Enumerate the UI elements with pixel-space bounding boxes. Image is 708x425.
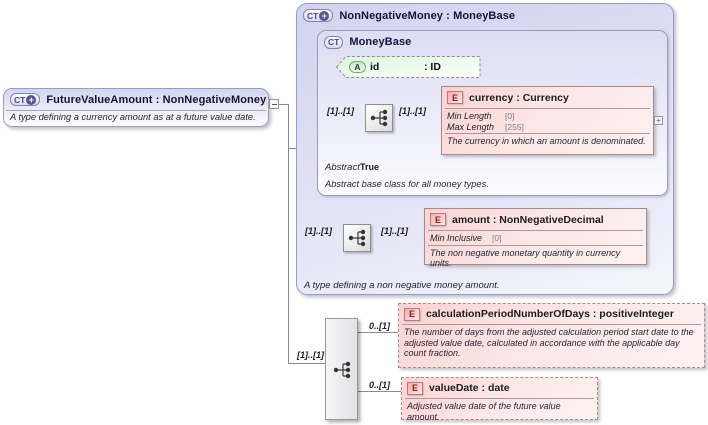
attribute-id-name: id [370,61,380,73]
non-negative-money-annotation: A type defining a non negative money amo… [304,280,500,291]
value-date-element-box[interactable]: E valueDate : date Adjusted value date o… [401,377,598,422]
cardinality-label: 0..[1] [369,380,391,390]
divider [6,110,266,111]
future-value-amount-title: FutureValueAmount : NonNegativeMoney [46,93,267,106]
element-icon: E [447,91,463,104]
future-value-amount-box[interactable]: CT + FutureValueAmount : NonNegativeMone… [3,88,269,127]
cardinality-label: 0..[1] [369,321,391,331]
sequence-icon[interactable] [343,224,371,252]
abstract-label: Abstract [325,162,360,173]
currency-element-box[interactable]: E currency : Currency Min Length [0] Max… [441,86,654,155]
complex-type-icon: CT + [303,9,334,22]
derived-type-plus-icon: + [26,94,37,105]
currency-title: currency : Currency [469,91,569,104]
amount-element-box[interactable]: E amount : NonNegativeDecimal Min Inclus… [424,208,647,268]
facet-row: Min Inclusive [0] [430,233,502,243]
abstract-value: True [360,162,380,172]
derived-type-plus-icon: + [319,10,330,21]
collapse-handle-icon[interactable] [269,99,279,109]
connector-line [358,332,398,333]
connector-line [358,391,401,392]
attribute-box-shape [336,56,481,78]
currency-annotation: The currency in which an amount is denom… [447,136,646,146]
divider [445,108,650,109]
sequence-icon[interactable] [365,104,393,132]
cardinality-label: [1]..[1] [297,350,324,360]
money-base-annotation: Abstract base class for all money types. [325,179,489,189]
divider [428,244,643,246]
connector-line [289,363,325,364]
facet-row: Max Length [255] [447,121,524,132]
connector-line [288,104,289,364]
expand-handle-icon[interactable]: + [654,116,663,125]
connector-line [289,148,296,149]
element-icon: E [430,213,446,226]
money-base-title: MoneyBase [349,36,412,48]
attribute-id-type: : ID [424,61,441,73]
future-value-amount-annotation: A type defining a currency amount as at … [10,112,256,122]
element-icon: E [407,381,423,395]
non-negative-money-title: NonNegativeMoney : MoneyBase [339,9,516,22]
calculation-period-annotation: The number of days from the adjusted cal… [404,327,694,358]
cardinality-label: [1]..[1] [327,106,354,116]
amount-annotation: The non negative monetary quantity in cu… [430,247,621,269]
amount-title: amount : NonNegativeDecimal [452,213,604,226]
attribute-icon: A [349,61,366,73]
divider [402,324,701,325]
complex-type-icon: CT + [10,93,41,106]
sequence-icon[interactable] [325,318,358,420]
cardinality-label: [1]..[1] [381,226,408,236]
cardinality-label: [1]..[1] [305,226,332,236]
divider [428,230,643,231]
cardinality-label: [1]..[1] [399,106,426,116]
facet-row: Min Length [0] [447,111,515,121]
calculation-period-number-of-days-element-box[interactable]: E calculationPeriodNumberOfDays : positi… [398,303,705,368]
attribute-id-box[interactable]: A id : ID [336,56,481,78]
divider [405,398,594,399]
divider [445,133,650,134]
element-icon: E [404,307,420,321]
value-date-annotation: Adjusted value date of the future value … [407,401,561,422]
connector-line [279,104,288,105]
value-date-title: valueDate : date [429,382,510,394]
complex-type-icon: CT [324,35,344,49]
calculation-period-title: calculationPeriodNumberOfDays : positive… [426,308,674,320]
